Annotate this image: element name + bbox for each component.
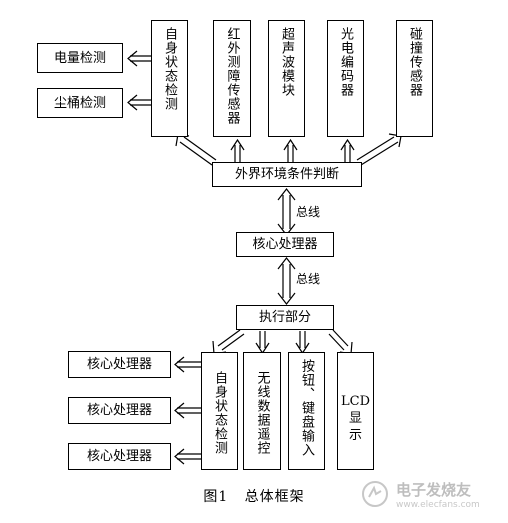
figure-number: 图1 [203, 489, 229, 505]
arrow-judge-to-self-check [175, 133, 217, 166]
bus-label-1: 总线 [296, 205, 321, 219]
lcd-display-label: LCD 显 示 [341, 393, 370, 444]
environment-judgment-box: 外界环境条件判断 [212, 162, 362, 187]
self-state-check-actuator-box: 自身状态检测 [201, 352, 238, 470]
arrow-to-battery-check [127, 50, 151, 67]
battery-check-box: 电量检测 [37, 43, 123, 73]
wireless-remote-box: 无线数据遥控 [243, 352, 281, 470]
collision-sensor-box: 碰撞传感器 [396, 20, 433, 137]
arrow-exec-to-buttons [295, 331, 310, 355]
ir-obstacle-sensor-box: 红外测障传感器 [213, 20, 251, 137]
arrow-to-bottom-box-2 [174, 402, 201, 419]
core-processor-label: 核心处理器 [252, 237, 318, 252]
arrow-judge-to-ultrasonic [283, 138, 298, 162]
bottom-core-processor-box-1: 核心处理器 [68, 351, 171, 378]
arrow-exec-to-wireless [255, 331, 270, 355]
arrow-to-dustbin-check [127, 94, 151, 111]
lcd-display-char-1: 显 [348, 411, 362, 426]
collision-sensor-label: 碰撞传感器 [407, 27, 422, 97]
arrow-exec-to-lcd [328, 329, 353, 355]
optical-encoder-box: 光电编码器 [327, 20, 364, 137]
ir-obstacle-sensor-label: 红外测障传感器 [224, 27, 240, 125]
bus-label-2: 总线 [296, 272, 321, 286]
arrow-to-bottom-box-3 [174, 448, 201, 465]
wireless-remote-label: 无线数据遥控 [254, 371, 270, 455]
lcd-text: LCD [340, 394, 370, 409]
arrow-judge-to-ir [230, 138, 245, 162]
ultrasonic-module-label: 超声波模块 [279, 27, 294, 97]
self-state-check-label: 自身状态检测 [162, 27, 177, 111]
lcd-display-box: LCD 显 示 [337, 352, 374, 470]
arrow-to-bottom-box-1 [174, 356, 201, 373]
battery-check-label: 电量检测 [53, 50, 106, 66]
execution-part-box: 执行部分 [236, 305, 334, 330]
watermark: 电子发烧友 www.elecfans.com [360, 470, 500, 518]
watermark-logo-icon [362, 481, 388, 507]
self-state-check-box: 自身状态检测 [151, 20, 188, 137]
ultrasonic-module-box: 超声波模块 [268, 20, 305, 137]
environment-judgment-label: 外界环境条件判断 [234, 167, 339, 182]
self-state-check-actuator-label: 自身状态检测 [212, 371, 227, 455]
arrow-judge-to-encoder [340, 138, 355, 162]
execution-part-label: 执行部分 [258, 310, 311, 325]
button-keyboard-input-label: 按钮、键盘输入 [299, 359, 314, 457]
optical-encoder-label: 光电编码器 [338, 27, 353, 97]
figure-title: 总体框架 [244, 489, 305, 505]
dustbin-check-box: 尘桶检测 [37, 88, 123, 118]
button-keyboard-input-box: 按钮、键盘输入 [288, 352, 325, 470]
arrow-exec-to-self-check-2 [212, 329, 245, 355]
dustbin-check-label: 尘桶检测 [53, 95, 106, 111]
core-processor-box: 核心处理器 [236, 232, 334, 257]
lcd-display-char-2: 示 [348, 428, 362, 443]
bus-arrow-1 [277, 188, 296, 236]
bottom-core-processor-label-1: 核心处理器 [86, 357, 152, 372]
watermark-sub: www.elecfans.com [396, 499, 480, 510]
bottom-core-processor-label-2: 核心处理器 [86, 403, 152, 418]
watermark-text: 电子发烧友 [396, 480, 472, 499]
figure-caption: 图1 总体框架 [0, 486, 508, 506]
arrow-judge-to-collision [356, 133, 402, 166]
bus-arrow-2 [277, 257, 296, 305]
bottom-core-processor-box-3: 核心处理器 [68, 443, 171, 470]
bottom-core-processor-box-2: 核心处理器 [68, 397, 171, 424]
bottom-core-processor-label-3: 核心处理器 [86, 449, 152, 464]
